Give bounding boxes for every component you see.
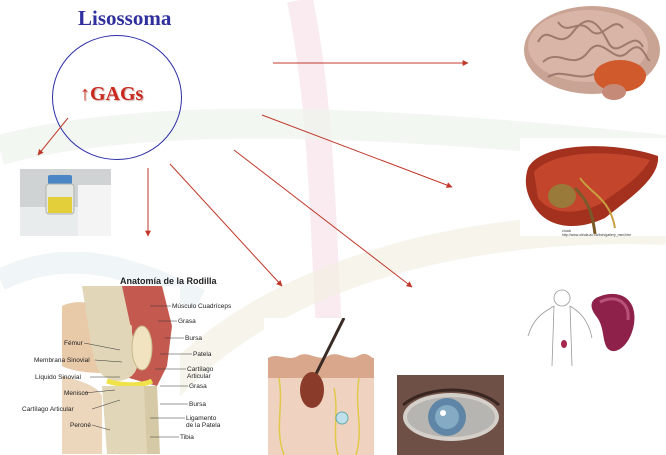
knee-label-bursa1: Bursa bbox=[185, 335, 202, 342]
skin-section-image bbox=[264, 318, 378, 455]
knee-label-perone: Peroné bbox=[70, 422, 91, 429]
knee-label-cartilago2: Cartílago Articular bbox=[22, 406, 74, 413]
credit-line-2: http://www.olinda.ac.ca/bch/gallery_med.… bbox=[562, 233, 631, 237]
eye-cornea-image bbox=[397, 375, 504, 455]
arrow-to-eye bbox=[234, 150, 412, 287]
knee-label-grasa1: Grasa bbox=[178, 318, 196, 325]
knee-label-cartilago1b: Articular bbox=[187, 373, 211, 380]
urine-sample-image bbox=[20, 169, 111, 236]
arrow-to-urine bbox=[38, 118, 68, 155]
knee-label-tibia: Tibia bbox=[180, 434, 194, 441]
knee-label-bursa2: Bursa bbox=[189, 401, 206, 408]
knee-label-ligamento: Ligamento bbox=[186, 415, 216, 422]
knee-label-musculo: Músculo Cuadríceps bbox=[172, 303, 231, 310]
arrow-to-liver bbox=[262, 115, 452, 187]
spleen-image bbox=[526, 286, 642, 366]
knee-label-ligamento-b: de la Patela bbox=[186, 422, 220, 429]
brain-image bbox=[518, 2, 666, 108]
knee-label-liquido: Líquido Sinovial bbox=[35, 374, 81, 381]
knee-diagram-title: Anatomía de la Rodilla bbox=[120, 276, 217, 286]
knee-label-membrana: Membrana Sinovial bbox=[34, 357, 90, 364]
liver-image-credit: chuck http://www.olinda.ac.ca/bch/galler… bbox=[562, 229, 631, 237]
arrow-to-skin bbox=[170, 164, 282, 286]
knee-label-patela: Patela bbox=[193, 351, 211, 358]
knee-label-cartilago1: Cartílago bbox=[187, 366, 213, 373]
knee-label-menisco: Menisco bbox=[64, 390, 88, 397]
knee-label-femur: Fémur bbox=[64, 340, 83, 347]
liver-image bbox=[520, 138, 666, 236]
knee-label-grasa2: Grasa bbox=[189, 383, 207, 390]
